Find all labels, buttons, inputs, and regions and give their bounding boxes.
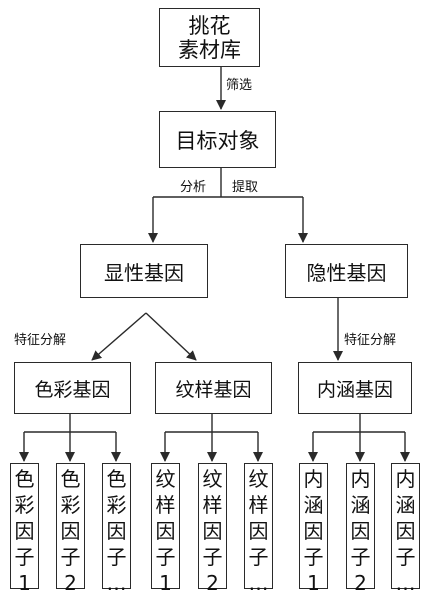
node-pattern-gene: 纹样基因 [155, 362, 272, 414]
factor-char: 子 [395, 545, 416, 569]
factor-char: 色 [14, 467, 35, 491]
node-target-object: 目标对象 [159, 111, 276, 168]
node-source-library: 挑花 素材库 [159, 8, 260, 67]
factor-char: 因 [14, 519, 35, 543]
factor-char: 纹 [248, 467, 269, 491]
factor-char: 涵 [395, 493, 416, 517]
node-dominant-gene: 显性基因 [80, 244, 208, 298]
factor-char: … [395, 571, 416, 595]
node-recessive-gene: 隐性基因 [285, 244, 408, 298]
factor-char: 因 [155, 519, 176, 543]
node-connotation-gene-label: 内涵基因 [316, 378, 393, 401]
factor-char: 子 [202, 545, 223, 569]
factor-char: 子 [350, 545, 371, 569]
factor-char: 子 [106, 545, 127, 569]
factor-char: 子 [248, 545, 269, 569]
factor-char: 因 [303, 519, 324, 543]
node-pattern-gene-label: 纹样基因 [175, 378, 252, 401]
factor-char: 因 [106, 519, 127, 543]
edge-dominant-to-color [91, 312, 147, 361]
factor-char: 因 [395, 519, 416, 543]
factor-char: 2 [206, 571, 219, 595]
node-color-factor-3: 色 彩 因 子 … [102, 463, 131, 595]
factor-char: 彩 [106, 493, 127, 517]
node-dominant-gene-label: 显性基因 [104, 260, 184, 285]
factor-char: 因 [248, 519, 269, 543]
factor-char: 2 [64, 571, 77, 595]
factor-char: 子 [60, 545, 81, 569]
node-pattern-factor-2: 纹 样 因 子 2 [198, 463, 227, 595]
factor-char: 因 [202, 519, 223, 543]
factor-char: 1 [18, 571, 31, 595]
factor-char: … [248, 571, 269, 595]
factor-char: 样 [155, 493, 176, 517]
factor-char: 涵 [303, 493, 324, 517]
factor-char: 色 [60, 467, 81, 491]
factor-char: 内 [395, 467, 416, 491]
factor-char: 因 [350, 519, 371, 543]
node-connotation-factor-1: 内 涵 因 子 1 [299, 463, 328, 595]
edge-label-feature-decompose-right: 特征分解 [344, 333, 397, 348]
factor-char: 纹 [155, 467, 176, 491]
edge-label-feature-decompose-left: 特征分解 [14, 333, 67, 348]
factor-char: 内 [303, 467, 324, 491]
node-pattern-factor-1: 纹 样 因 子 1 [151, 463, 180, 595]
factor-char: 涵 [350, 493, 371, 517]
factor-char: 1 [159, 571, 172, 595]
node-source-library-line-2: 素材库 [178, 37, 241, 62]
factor-char: … [106, 571, 127, 595]
factor-char: 样 [202, 493, 223, 517]
node-source-library-line-1: 挑花 [188, 13, 231, 38]
node-color-factor-1: 色 彩 因 子 1 [10, 463, 39, 595]
factor-char: 彩 [14, 493, 35, 517]
node-recessive-gene-label: 隐性基因 [306, 260, 387, 285]
factor-char: 子 [303, 545, 324, 569]
node-target-object-label: 目标对象 [175, 128, 260, 153]
factor-char: 1 [307, 571, 320, 595]
node-connotation-gene: 内涵基因 [298, 362, 412, 414]
factor-char: 因 [60, 519, 81, 543]
edge-label-analyze: 分析 [180, 180, 207, 195]
factor-char: 样 [248, 493, 269, 517]
factor-char: 色 [106, 467, 127, 491]
node-color-factor-2: 色 彩 因 子 2 [56, 463, 85, 595]
edge-label-screen: 筛选 [226, 78, 253, 93]
factor-char: 彩 [60, 493, 81, 517]
node-pattern-factor-3: 纹 样 因 子 … [244, 463, 273, 595]
factor-char: 子 [14, 545, 35, 569]
edge-label-extract: 提取 [232, 180, 259, 195]
node-color-gene-label: 色彩基因 [34, 378, 111, 401]
factor-char: 子 [155, 545, 176, 569]
node-color-gene: 色彩基因 [14, 362, 131, 414]
factor-char: 2 [354, 571, 367, 595]
edge-dominant-to-pattern [145, 312, 197, 361]
node-connotation-factor-2: 内 涵 因 子 2 [346, 463, 375, 595]
factor-char: 内 [350, 467, 371, 491]
node-connotation-factor-3: 内 涵 因 子 … [391, 463, 420, 595]
factor-char: 纹 [202, 467, 223, 491]
